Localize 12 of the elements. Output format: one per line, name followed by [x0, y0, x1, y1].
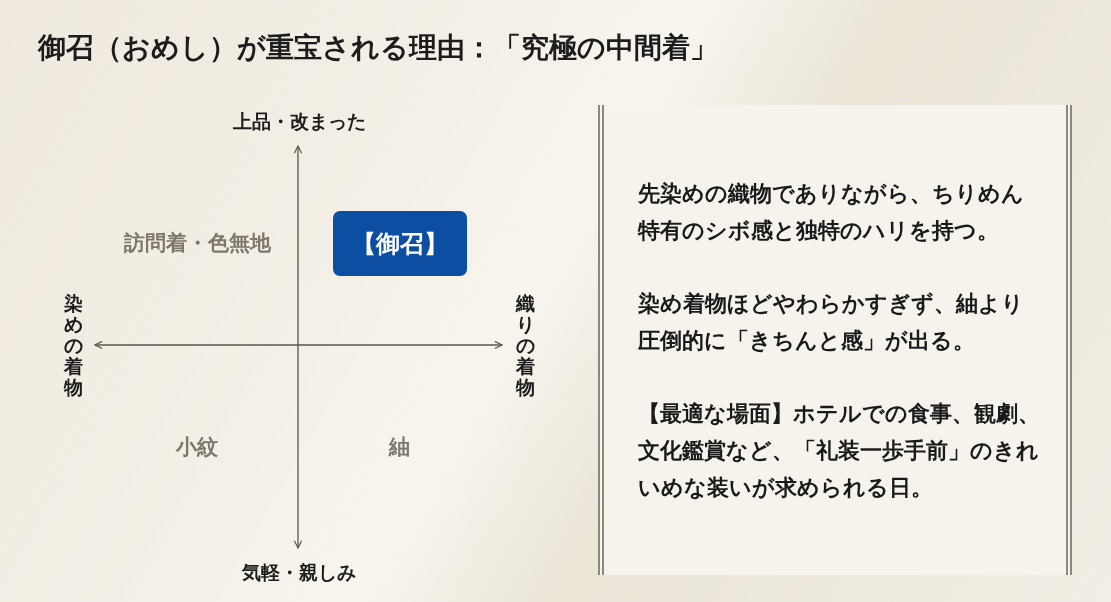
body-paragraph: 染め着物ほどやわらかすぎず、紬より圧倒的に「きちんと感」が出る。: [638, 289, 1025, 355]
axis-label: 気軽・親しみ: [242, 560, 356, 584]
quadrant-label: 小紋: [176, 433, 218, 461]
axis-label: 上品・改まった: [232, 109, 366, 133]
quadrant-label: 紬: [388, 433, 410, 461]
highlight-box: 【御召】: [333, 211, 467, 276]
body-paragraph: 【最適な場面】ホテルでの食事、観劇、文化鑑賞など、「礼装一歩手前」のきれいめな装いが求められる日。: [638, 399, 1041, 502]
page-title: 御召（おめし）が重宝される理由：「究極の中間着」: [38, 30, 718, 66]
body-paragraph: 先染めの織物でありながら、ちりめん特有のシボ感と独特のハリを持つ。: [638, 179, 1025, 245]
quadrant-label: 訪問着・色無地: [123, 229, 271, 257]
axis-label: 染めの着物: [62, 292, 84, 398]
axis-label: 織りの着物: [514, 292, 536, 398]
